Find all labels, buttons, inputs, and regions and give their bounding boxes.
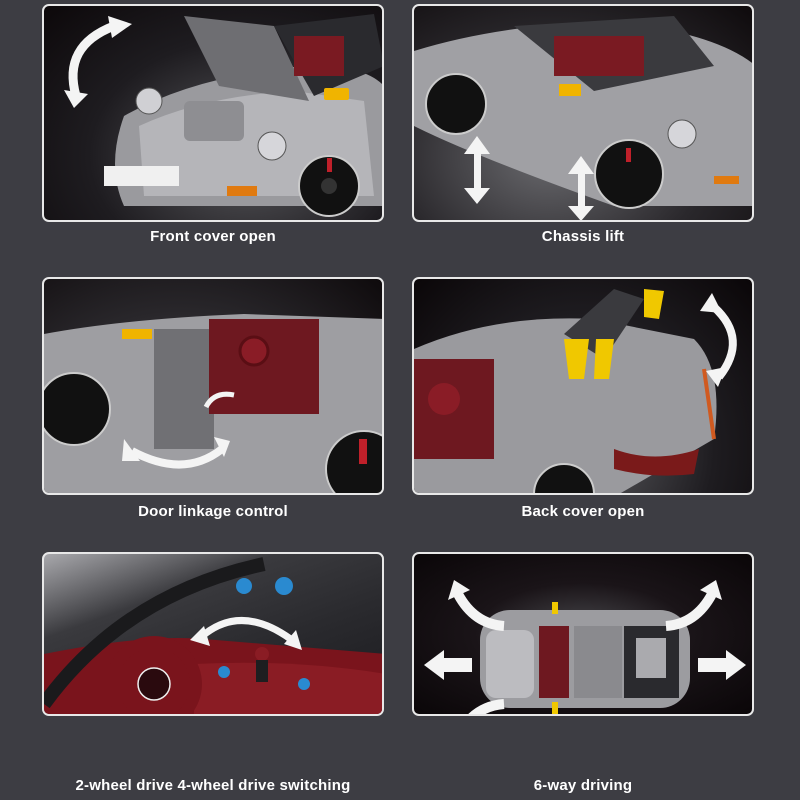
feature-image-six-way-driving bbox=[412, 552, 754, 716]
feature-image-drive-switching bbox=[42, 552, 384, 716]
caption-drive-switching: 2-wheel drive 4-wheel drive switching bbox=[75, 777, 351, 794]
feature-image-chassis-lift bbox=[412, 4, 754, 222]
curved-double-arrow-icon bbox=[190, 617, 302, 650]
interior-illustration bbox=[44, 557, 382, 714]
curved-double-arrow-icon bbox=[64, 16, 132, 108]
six-direction-arrows-icon bbox=[424, 580, 746, 714]
car-front-illustration bbox=[104, 14, 382, 217]
feature-image-back-cover-open bbox=[412, 277, 754, 495]
caption-six-way-driving: 6-way driving bbox=[533, 777, 633, 794]
caption-front-cover-open: Front cover open bbox=[150, 228, 276, 245]
vertical-double-arrow-icon bbox=[464, 136, 594, 220]
curved-double-arrow-icon bbox=[122, 391, 235, 469]
caption-door-linkage-control: Door linkage control bbox=[138, 503, 288, 520]
curved-double-arrow-icon bbox=[700, 293, 737, 387]
caption-chassis-lift: Chassis lift bbox=[541, 228, 625, 245]
caption-back-cover-open: Back cover open bbox=[521, 503, 645, 520]
feature-image-front-cover-open bbox=[42, 4, 384, 222]
car-top-view-illustration bbox=[480, 602, 690, 714]
car-rear-illustration bbox=[414, 289, 717, 493]
car-side-illustration bbox=[414, 16, 752, 209]
feature-image-door-linkage-control bbox=[42, 277, 384, 495]
